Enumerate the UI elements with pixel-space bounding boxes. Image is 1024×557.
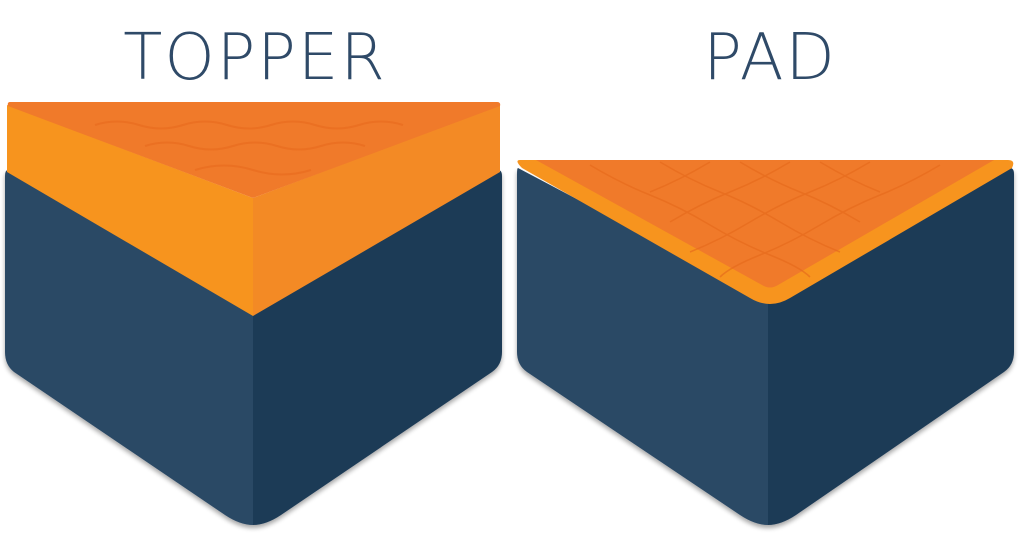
pad-mattress bbox=[517, 160, 1014, 525]
topper-navy-base bbox=[5, 170, 502, 525]
quilt-line-3 bbox=[194, 164, 312, 176]
topper-orange-layer bbox=[7, 102, 501, 316]
quilt-line-2 bbox=[144, 141, 366, 151]
pad-quilt-grid bbox=[589, 161, 941, 278]
pad-navy-base bbox=[517, 168, 1014, 525]
topper-mattress bbox=[5, 102, 502, 525]
pad-label: PAD bbox=[703, 21, 837, 95]
quilt-line-1 bbox=[94, 120, 404, 130]
topper-label: TOPPER bbox=[123, 21, 387, 95]
